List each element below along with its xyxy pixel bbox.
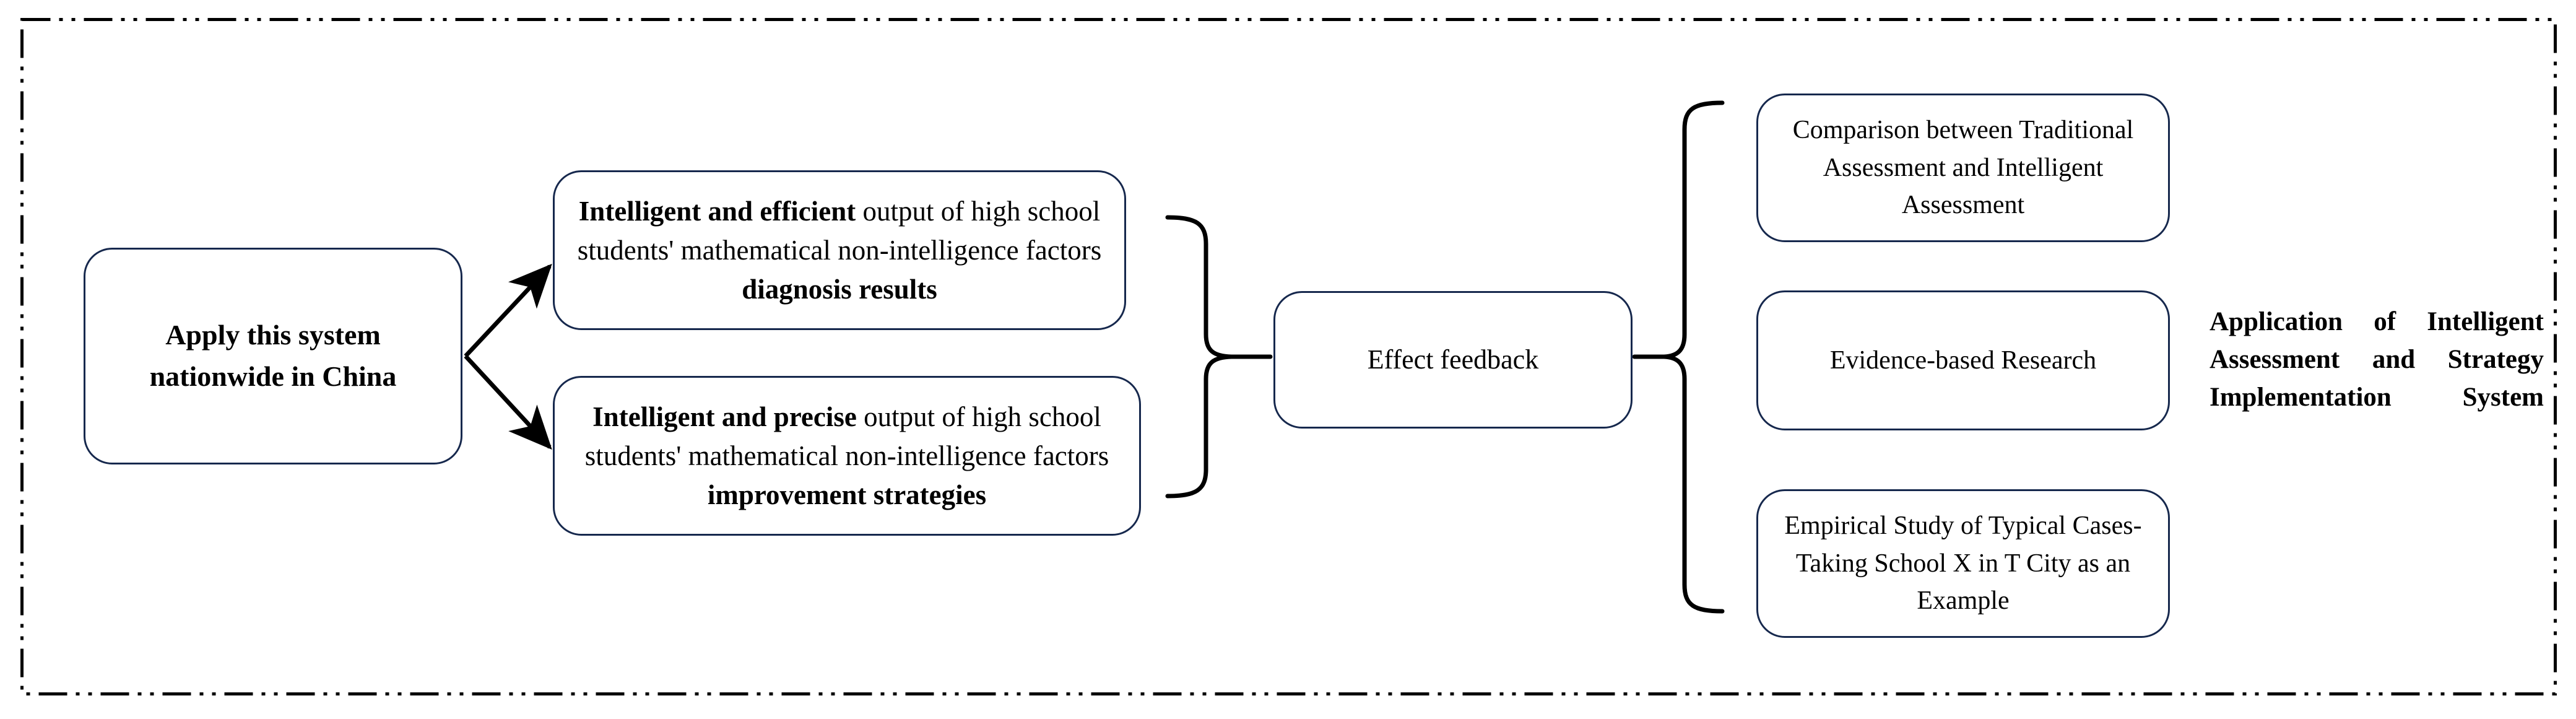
node-strategies-middle: output of high school students' mathemat… (584, 401, 1109, 471)
node-apply-system-label: Apply this system nationwide in China (149, 319, 397, 392)
node-evidence-based-research[interactable]: Evidence-based Research (1756, 290, 2170, 430)
node-strategies-bold-tail: improvement strategies (707, 479, 987, 510)
node-diagnosis-results[interactable]: Intelligent and efficient output of high… (553, 170, 1126, 330)
node-comparison-assessment-label: Comparison between Traditional Assessmen… (1792, 116, 2134, 220)
node-apply-system[interactable]: Apply this system nationwide in China (84, 248, 462, 464)
node-improvement-strategies[interactable]: Intelligent and precise output of high s… (553, 376, 1141, 536)
node-strategies-bold-lead: Intelligent and precise (592, 401, 857, 432)
node-diagnosis-middle: output of high school students' mathemat… (577, 195, 1102, 266)
node-diagnosis-results-label: Intelligent and efficient output of high… (555, 192, 1124, 309)
node-empirical-study[interactable]: Empirical Study of Typical Cases-Taking … (1756, 489, 2170, 638)
node-evidence-based-research-label: Evidence-based Research (1829, 346, 2097, 375)
brace-right-triple (1632, 100, 1725, 614)
node-empirical-study-label: Empirical Study of Typical Cases-Taking … (1784, 512, 2142, 616)
node-improvement-strategies-label: Intelligent and precise output of high s… (555, 398, 1139, 515)
node-diagnosis-bold-lead: Intelligent and efficient (578, 195, 856, 227)
arrow-apply-to-strategies (464, 354, 552, 450)
node-comparison-assessment[interactable]: Comparison between Traditional Assessmen… (1756, 94, 2170, 242)
node-diagnosis-bold-tail: diagnosis results (742, 273, 937, 305)
node-effect-feedback-label: Effect feedback (1367, 344, 1539, 375)
arrow-apply-to-diagnosis (464, 263, 552, 358)
brace-middle-pair (1165, 215, 1273, 499)
diagram-title-caption: Application of Intelligent Assessment an… (2210, 307, 2544, 412)
node-effect-feedback[interactable]: Effect feedback (1273, 291, 1633, 429)
